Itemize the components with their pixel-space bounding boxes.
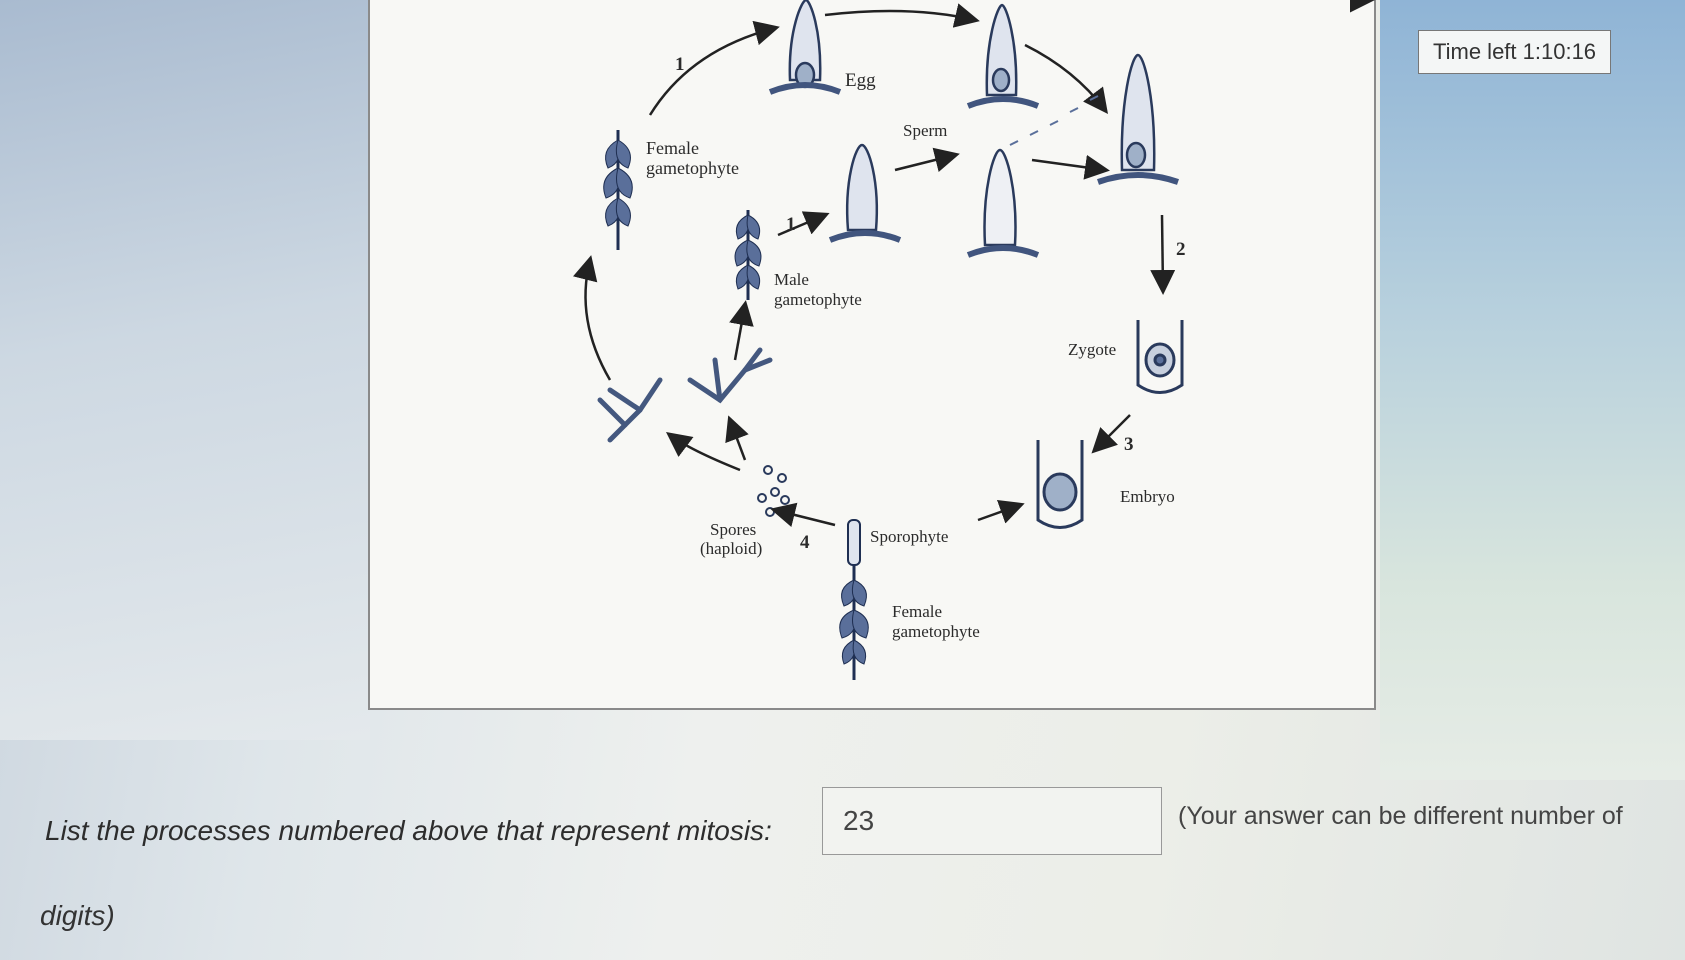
sperm-dashes [1009,95,1099,146]
label-spores-l2: (haploid) [700,539,762,558]
archegonium-egg [768,0,842,95]
step-number-1-mid: 1 [786,214,796,235]
cycle-arrows [573,3,1176,527]
label-female-gametophyte-top: Female gametophyte [646,138,739,178]
answer-input[interactable] [822,787,1162,855]
life-cycle-figure: Female gametophyte Egg Sperm Male gameto… [368,0,1376,710]
answer-hint-continued: digits) [40,900,115,931]
label-male-gametophyte-l1: Male [774,270,809,289]
label-female-gametophyte-bottom-l2: gametophyte [892,622,980,641]
zygote-structure [1136,320,1184,394]
label-female-gametophyte-bottom: Female gametophyte [892,602,980,641]
label-egg: Egg [845,70,876,91]
background-left [0,0,370,740]
label-embryo: Embryo [1120,487,1175,506]
answer-hint: (Your answer can be different number of [1178,802,1623,830]
step-number-3: 3 [1124,434,1134,455]
spores [757,465,790,517]
label-female-gametophyte-bottom-l1: Female [892,602,942,621]
question-prompt: List the processes numbered above that r… [45,815,772,846]
label-female-gametophyte-top-l1: Female [646,138,699,158]
label-sperm: Sperm [903,121,947,140]
label-male-gametophyte: Male gametophyte [774,270,862,309]
female-gametophyte-plant [603,130,633,250]
sporophyte-plant [839,519,869,680]
archegonium-fertile [966,3,1040,109]
archegonium-receiving [1097,53,1179,185]
label-female-gametophyte-top-l2: gametophyte [646,158,739,178]
life-cycle-diagram: Female gametophyte Egg Sperm Male gameto… [573,0,1186,680]
label-spores: Spores (haploid) [700,520,762,558]
step-number-2: 2 [1176,239,1186,260]
archegonium-empty [966,148,1040,258]
label-sporophyte: Sporophyte [870,527,948,546]
label-spores-l1: Spores [710,520,756,539]
background-right [1380,0,1685,780]
label-zygote: Zygote [1068,340,1116,359]
protonema [597,347,773,443]
antheridium [828,143,902,243]
step-number-4: 4 [800,532,810,553]
male-gametophyte-plant [734,210,762,300]
embryo-structure [1036,440,1084,529]
step-number-1-top: 1 [675,54,685,75]
label-male-gametophyte-l2: gametophyte [774,290,862,309]
time-left-timer: Time left 1:10:16 [1418,30,1612,74]
